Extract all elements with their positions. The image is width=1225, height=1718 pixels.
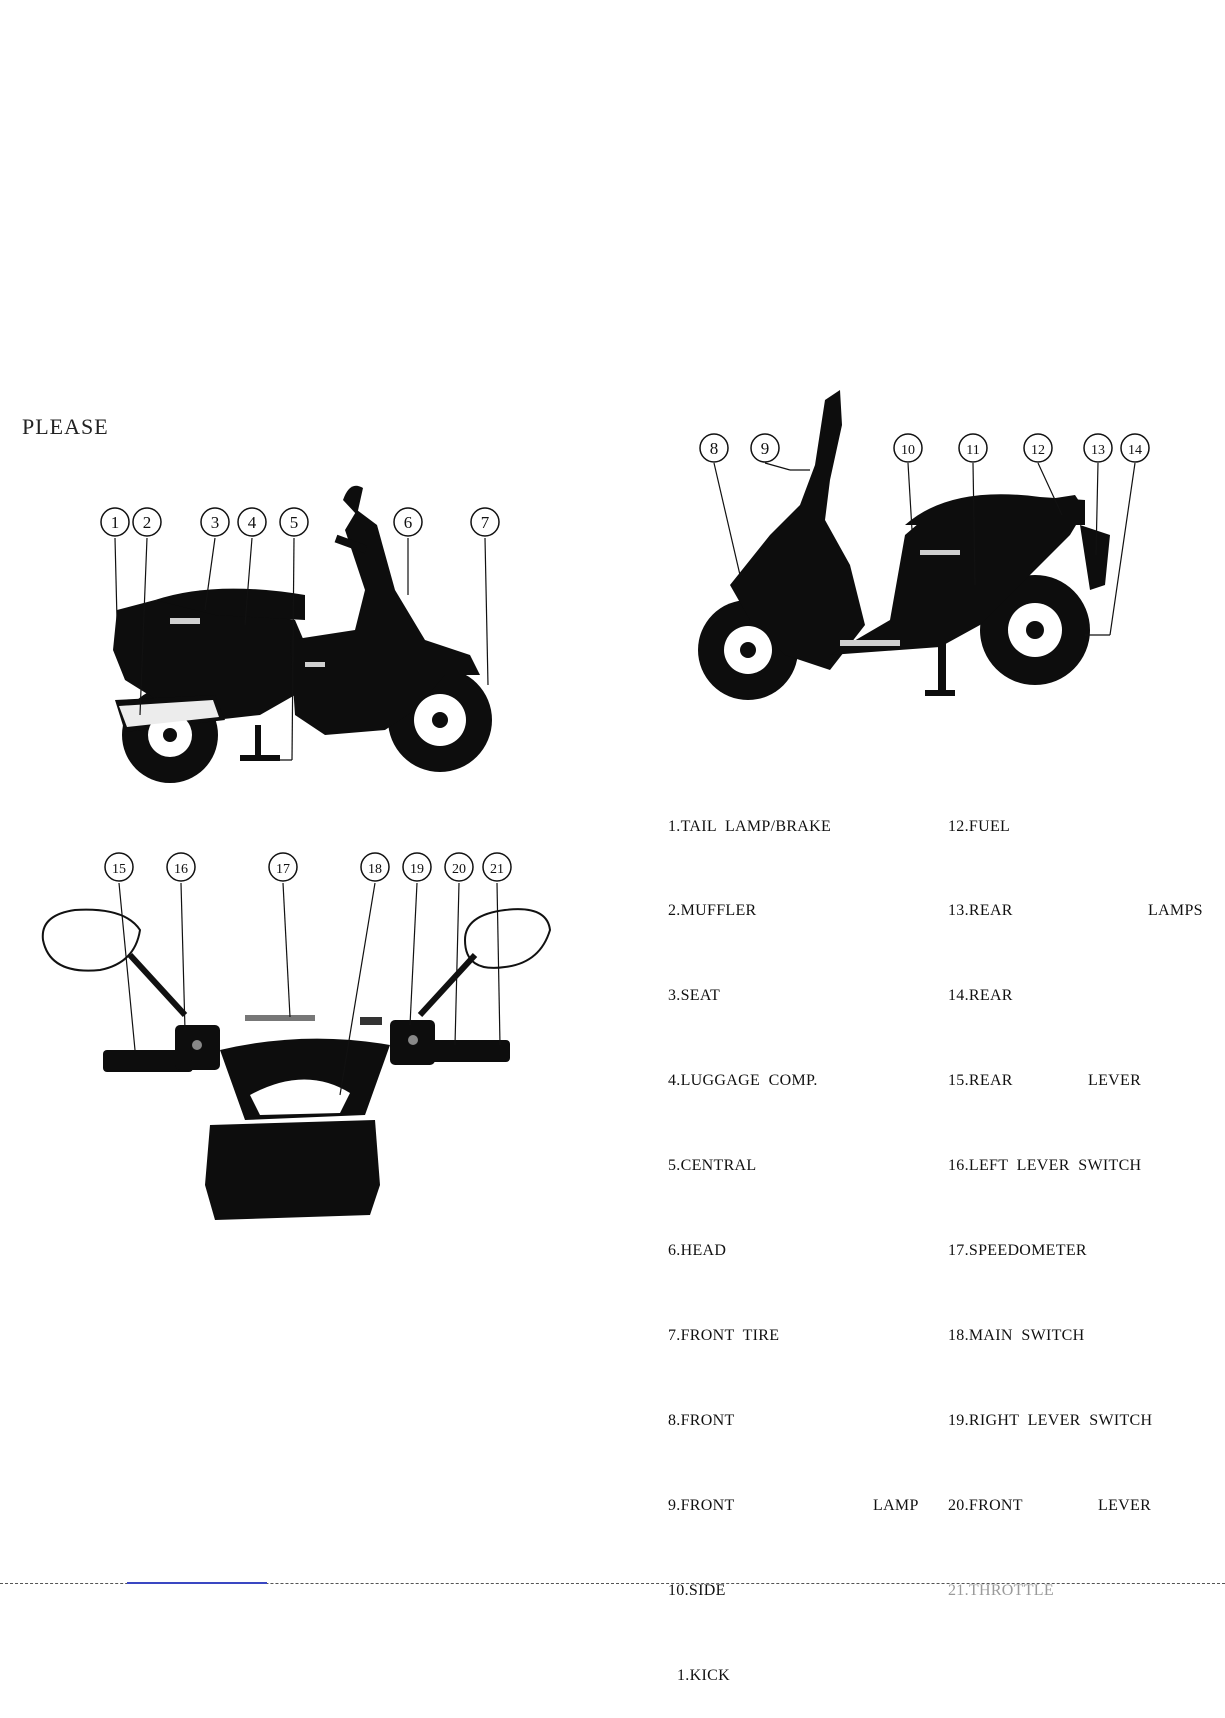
- right-mirror: [463, 908, 552, 969]
- svg-text:8: 8: [710, 439, 719, 458]
- scooter-left-side-figure: 1 2 3 4 5 6 7: [95, 470, 515, 790]
- right-side-callouts: 8 9 10 11 12 13 14: [699, 433, 1150, 463]
- scooter-left-side-illustration: 1 2 3 4 5 6 7: [100, 485, 500, 783]
- handlebar-illustration: 15 16 17 18 19 20 21: [41, 852, 552, 1220]
- legend-item-6: 6.HEAD: [668, 1242, 727, 1260]
- front-cowl: [205, 1120, 380, 1220]
- svg-text:14: 14: [1128, 443, 1142, 458]
- svg-text:1: 1: [111, 513, 120, 532]
- legend-item-21: 21.THROTTLE: [948, 1581, 1054, 1599]
- legend-item-16: 16.LEFT LEVER SWITCH: [948, 1157, 1142, 1175]
- callout-17: 17: [268, 852, 298, 882]
- legend-item-7: 7.FRONT TIRE: [668, 1326, 780, 1344]
- callout-2: 2: [132, 507, 162, 537]
- callout-6: 6: [393, 507, 423, 537]
- legend-item-3: 3.SEAT: [668, 987, 721, 1005]
- left-side-callouts: 1 2 3 4 5 6 7: [100, 507, 500, 537]
- callout-13: 13: [1083, 433, 1113, 463]
- svg-text:5: 5: [290, 513, 299, 532]
- legend-item-10: 10.SIDE: [668, 1581, 726, 1599]
- legend-item-19: 19.RIGHT LEVER SWITCH: [948, 1411, 1153, 1429]
- svg-text:20: 20: [452, 862, 466, 877]
- svg-text:7: 7: [481, 513, 490, 532]
- scooter-right-side-figure: 8 9 10 11 12 13 14: [690, 385, 1170, 725]
- legend-item-8: 8.FRONT: [668, 1411, 735, 1429]
- callout-20: 20: [444, 852, 474, 882]
- legend-item-4: 4.LUGGAGE COMP.: [668, 1072, 818, 1090]
- svg-text:11: 11: [966, 443, 979, 458]
- svg-text:19: 19: [410, 862, 424, 877]
- right-grip: [420, 1040, 510, 1062]
- svg-text:4: 4: [248, 513, 257, 532]
- legend-item-18: 18.MAIN SWITCH: [948, 1326, 1085, 1344]
- callout-16: 16: [166, 852, 196, 882]
- svg-text:16: 16: [174, 862, 188, 877]
- page-bottom-rule: [0, 1583, 1225, 1585]
- callout-18: 18: [360, 852, 390, 882]
- legend-item-12: 12.FUEL: [948, 817, 1011, 835]
- scooter-right-side-illustration: 8 9 10 11 12 13 14: [698, 390, 1150, 700]
- svg-text:3: 3: [211, 513, 220, 532]
- svg-text:2: 2: [143, 513, 152, 532]
- svg-text:9: 9: [761, 439, 770, 458]
- left-grip: [103, 1050, 193, 1072]
- callout-5: 5: [279, 507, 309, 537]
- svg-text:15: 15: [112, 862, 126, 877]
- page-bottom-link-underline[interactable]: [127, 1582, 267, 1584]
- page-heading: PLEASE: [22, 414, 109, 439]
- callout-8: 8: [699, 433, 729, 463]
- svg-text:12: 12: [1031, 443, 1045, 458]
- callout-11: 11: [958, 433, 988, 463]
- legend-item-1: 1.TAIL LAMP/BRAKE: [668, 817, 832, 835]
- svg-text:10: 10: [901, 443, 915, 458]
- legend-item-11: 1.KICK: [677, 1666, 730, 1684]
- svg-text:21: 21: [490, 862, 504, 877]
- callout-19: 19: [402, 852, 432, 882]
- handlebar-figure: 15 16 17 18 19 20 21: [35, 845, 565, 1225]
- callout-21: 21: [482, 852, 512, 882]
- svg-text:17: 17: [276, 862, 290, 877]
- svg-text:13: 13: [1091, 443, 1105, 458]
- left-mirror: [41, 908, 142, 972]
- callout-7: 7: [470, 507, 500, 537]
- svg-text:6: 6: [404, 513, 413, 532]
- legend-item-14: 14.REAR: [948, 987, 1013, 1005]
- callout-3: 3: [200, 507, 230, 537]
- legend-item-5: 5.CENTRAL: [668, 1157, 757, 1175]
- legend-item-2: 2.MUFFLER: [668, 902, 757, 920]
- callout-10: 10: [893, 433, 923, 463]
- callout-9: 9: [750, 433, 780, 463]
- parts-legend-left: 1.TAIL LAMP/BRAKE 2.MUFFLER 3.SEAT 4.LUG…: [668, 756, 928, 1718]
- legend-item-17: 17.SPEEDOMETER: [948, 1242, 1087, 1260]
- callout-4: 4: [237, 507, 267, 537]
- callout-1: 1: [100, 507, 130, 537]
- svg-text:18: 18: [368, 862, 382, 877]
- callout-12: 12: [1023, 433, 1053, 463]
- callout-15: 15: [104, 852, 134, 882]
- handlebar-callouts: 15 16 17 18 19 20 21: [104, 852, 512, 882]
- callout-14: 14: [1120, 433, 1150, 463]
